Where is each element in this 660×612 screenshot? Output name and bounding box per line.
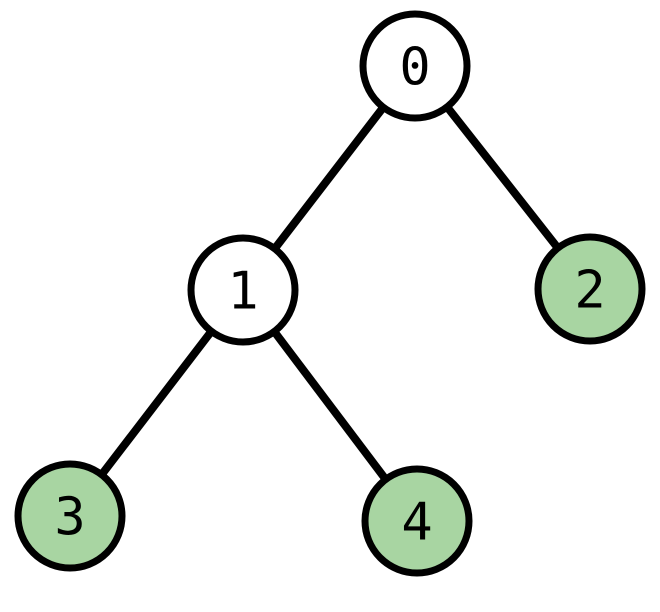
- tree-node-4: 4: [361, 465, 473, 577]
- tree-node-label-0: 0: [399, 38, 430, 98]
- tree-node-label-2: 2: [574, 261, 605, 321]
- tree-node-2: 2: [534, 233, 646, 345]
- tree-edges-layer: [66, 63, 594, 524]
- tree-node-label-1: 1: [227, 262, 258, 322]
- tree-node-label-3: 3: [54, 488, 85, 548]
- tree-node-circle-3: [14, 460, 126, 572]
- tree-nodes-layer: 0 1 2 3 4: [14, 10, 646, 577]
- tree-node-circle-1: [187, 234, 299, 346]
- tree-node-circle-0: [359, 10, 471, 122]
- tree-node-0: 0: [359, 10, 471, 122]
- tree-node-label-4: 4: [401, 493, 432, 553]
- tree-node-circle-4: [361, 465, 473, 577]
- tree-node-3: 3: [14, 460, 126, 572]
- tree-node-circle-2: [534, 233, 646, 345]
- tree-node-1: 1: [187, 234, 299, 346]
